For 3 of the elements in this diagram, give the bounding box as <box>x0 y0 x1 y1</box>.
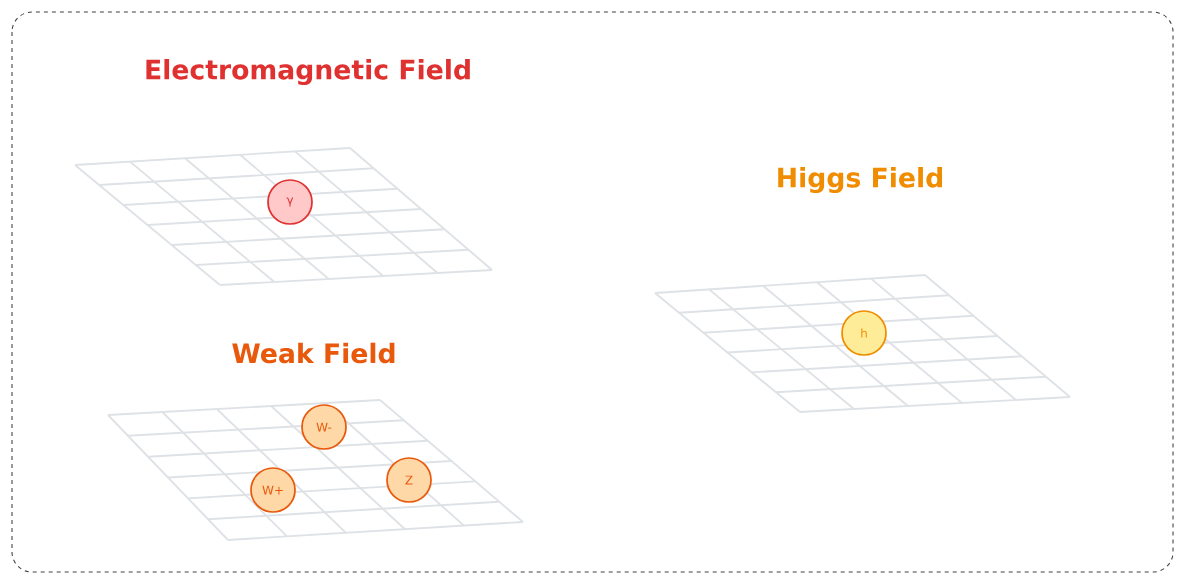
field-heading: Higgs Field <box>778 167 942 193</box>
field-heading: Weak Field <box>232 342 395 364</box>
field-heading: Electromagnetic Field <box>146 59 470 85</box>
